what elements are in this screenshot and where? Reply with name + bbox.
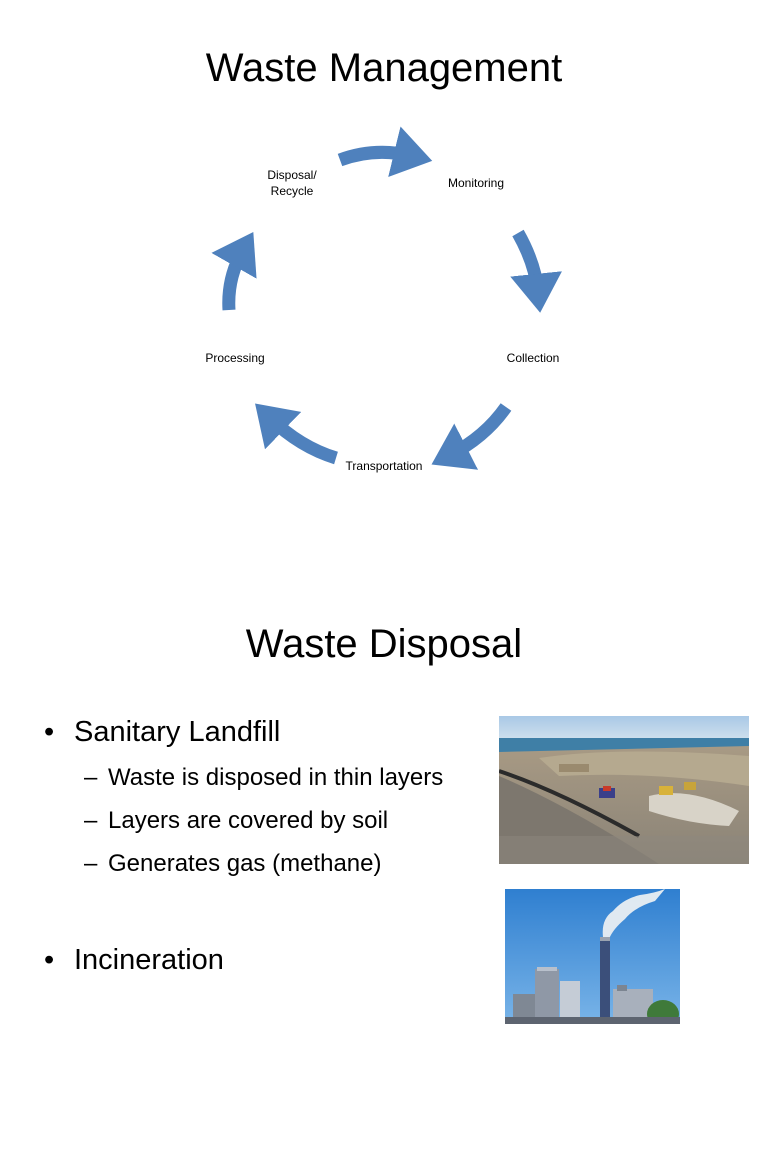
- cycle-node-disposal-recycle: Disposal/ Recycle: [267, 167, 316, 199]
- sub-bullet-item: –Waste is disposed in thin layers: [84, 764, 443, 792]
- cycle-diagram: [0, 0, 768, 576]
- sub-bullet-item: –Generates gas (methane): [84, 850, 381, 878]
- sub-bullet-glyph: –: [84, 807, 108, 835]
- cycle-arrow-monitoring-collection: [518, 233, 538, 292]
- sub-bullet-text: Waste is disposed in thin layers: [108, 764, 443, 791]
- cycle-node-processing: Processing: [205, 350, 264, 366]
- landfill-photo: [499, 716, 749, 864]
- bullet-item: •Incineration: [44, 944, 224, 977]
- cycle-arrow-disposal-monitoring: [340, 152, 412, 160]
- cycle-node-transportation: Transportation: [346, 458, 423, 474]
- cycle-arrow-collection-transportation: [450, 407, 506, 455]
- bullet-glyph: •: [44, 944, 74, 977]
- cycle-arrow-processing-disposal: [229, 250, 243, 310]
- sub-bullet-text: Generates gas (methane): [108, 850, 381, 877]
- slide-waste-disposal: Waste Disposal •Sanitary Landfill –Waste…: [0, 576, 768, 1152]
- bullet-text: Sanitary Landfill: [74, 716, 280, 748]
- bullet-text: Incineration: [74, 944, 224, 976]
- bullet-glyph: •: [44, 716, 74, 749]
- slide-title: Waste Disposal: [0, 622, 768, 667]
- sub-bullet-glyph: –: [84, 850, 108, 878]
- cycle-node-collection: Collection: [507, 350, 560, 366]
- sub-bullet-glyph: –: [84, 764, 108, 792]
- cycle-arrow-transportation-processing: [270, 418, 336, 458]
- sub-bullet-text: Layers are covered by soil: [108, 807, 388, 834]
- cycle-node-monitoring: Monitoring: [448, 175, 504, 191]
- incinerator-photo: [505, 889, 680, 1024]
- bullet-item: •Sanitary Landfill: [44, 716, 280, 749]
- slide-waste-management: Waste Management Monitoring Collection T…: [0, 0, 768, 576]
- sub-bullet-item: –Layers are covered by soil: [84, 807, 388, 835]
